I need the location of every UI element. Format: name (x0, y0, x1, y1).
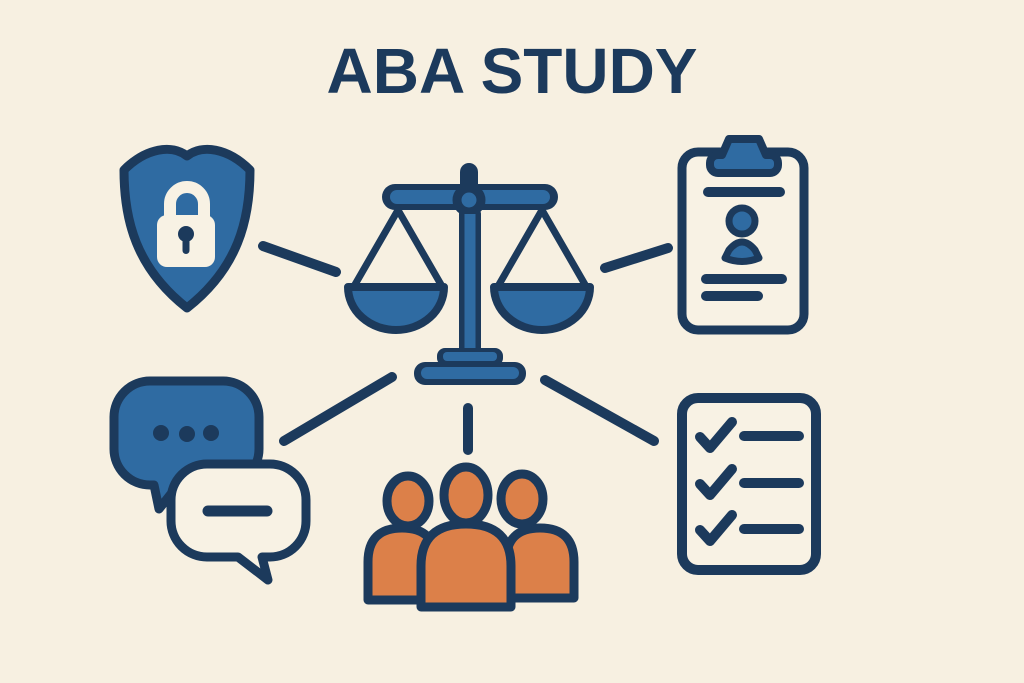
clipboard-clip (706, 135, 782, 177)
checklist-row-1 (695, 417, 804, 453)
lock-shackle (164, 181, 210, 224)
clipboard-profile-icon (677, 135, 809, 335)
scales-post-inner (464, 214, 476, 350)
connector-shield-to-scales (258, 241, 341, 277)
lock-keyhole-stem (182, 238, 190, 254)
dot-2 (179, 426, 195, 442)
checkmark-icon (695, 464, 737, 500)
profile-head (725, 204, 759, 238)
person-center-head (439, 462, 493, 528)
scales-left-pan (344, 283, 448, 334)
scales-of-justice-icon (344, 163, 594, 385)
connector-bubbles-to-scales (279, 372, 397, 446)
checkmark-icon (695, 417, 737, 453)
scales-base-step-inner (443, 352, 497, 361)
typing-dots (153, 425, 219, 442)
person-center-body (416, 519, 516, 612)
security-shield-icon (119, 144, 255, 313)
scales-right-strings (493, 206, 591, 292)
person-right-body (501, 523, 579, 603)
checklist-row-3 (695, 510, 804, 546)
connector-scales-to-clipboard (600, 243, 673, 273)
checklist-row-2 (695, 464, 804, 500)
scales-left-strings (349, 206, 447, 292)
chat-bubble-cream (166, 459, 311, 585)
page-title: ABA STUDY (326, 35, 698, 107)
dot-3 (203, 425, 219, 441)
person-right-head (496, 469, 548, 529)
dot-1 (153, 425, 169, 441)
checklist-icon (677, 393, 821, 575)
people-group-icon (363, 462, 579, 612)
lock-icon (157, 181, 215, 267)
scales-right-pan (490, 283, 594, 334)
checkmark-icon (695, 510, 737, 546)
profile-body (721, 238, 763, 265)
scales-base-inner (421, 367, 519, 379)
profile-person-icon (721, 204, 763, 265)
connector-scales-to-checklist (540, 375, 659, 446)
chat-bubbles-icon (109, 376, 311, 585)
lock-keyhole (178, 226, 194, 242)
person-left-head (382, 471, 434, 531)
